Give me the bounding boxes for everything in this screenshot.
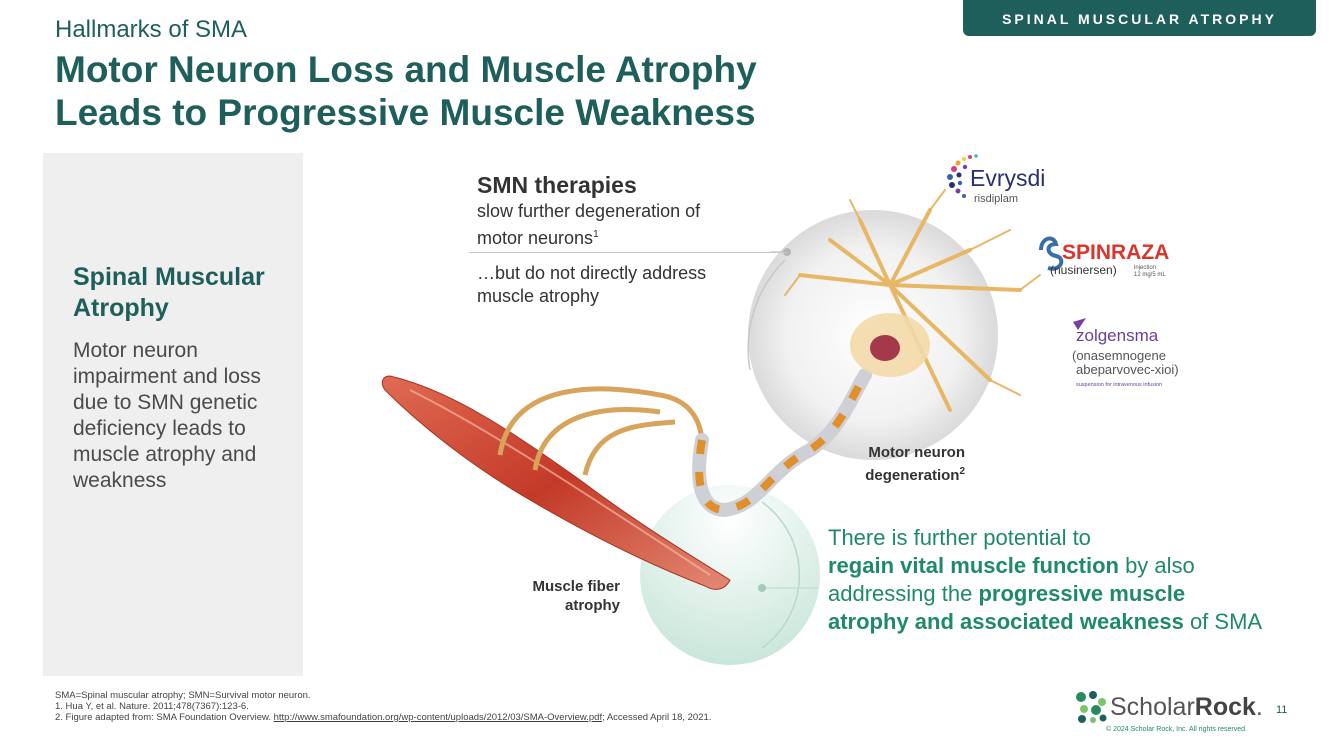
potential-mid: by also addressing the (828, 553, 1195, 606)
zolgensma-wordmark: zolgensma (1076, 326, 1159, 345)
source-link[interactable]: http://www.smafoundation.org/wp-content/… (273, 712, 603, 723)
therapies-divider (469, 252, 787, 253)
title-line-1: Motor Neuron Loss and Muscle Atrophy (55, 49, 757, 90)
spinraza-dose-2: 12 mg/5 mL (1134, 272, 1166, 278)
spinraza-wordmark: SPINRAZA (1062, 241, 1169, 264)
brand-mark: . (1255, 693, 1263, 721)
panel-body: Motor neuron impairment and loss due to … (73, 339, 261, 492)
neuron-cell-body (784, 189, 1041, 412)
nerve-branch (497, 386, 705, 456)
brand-scholar: Scholar (1110, 693, 1195, 721)
scholar-rock-logo-icon (1076, 691, 1107, 723)
motor-label-line-2: degeneration (865, 467, 960, 484)
zolgensma-note: suspension for intravenous infusion (1076, 382, 1162, 388)
footnote-1: 1. Hua Y, et al. Nature. 2011;478(7367):… (55, 701, 249, 712)
potential-bold-2: progressive muscle atrophy and associate… (828, 581, 1186, 634)
neuron-muscle-illustration (381, 189, 1041, 665)
nerve-branch (582, 419, 676, 476)
zolgensma-generic-1: (onasemnogene (1072, 348, 1166, 363)
spinraza-generic: (nusinersen) (1050, 263, 1117, 277)
title-line-2: Leads to Progressive Muscle Weakness (55, 92, 756, 133)
potential-intro: There is further potential to (828, 525, 1091, 550)
section-tag: SPINAL MUSCULAR ATROPHY (963, 0, 1316, 36)
muscle-arc (761, 501, 801, 649)
brand-rock: Rock (1194, 693, 1256, 721)
neuron-arc (747, 259, 786, 371)
zolgensma-logo: zolgensma (onasemnogene abeparvovec-xioi… (1072, 318, 1179, 388)
slide-title: Motor Neuron Loss and Muscle Atrophy Lea… (55, 48, 855, 134)
muscle-fiber-label: Muscle fiber atrophy (470, 577, 620, 615)
therapies-title: SMN therapies (477, 172, 637, 198)
potential-connector-dot (758, 584, 766, 592)
footnote-abbrev: SMA=Spinal muscular atrophy; SMN=Surviva… (55, 690, 311, 701)
therapies-line-1: slow further degeneration of (477, 201, 701, 221)
muscle-backdrop-circle (640, 485, 820, 665)
left-panel (43, 153, 303, 676)
therapies-line-2-text: motor neurons (477, 228, 594, 248)
caveat-line-1: …but do not directly address (477, 263, 707, 283)
fiber-label-line-2: atrophy (564, 597, 620, 614)
evrysdi-dots-icon (947, 154, 978, 198)
page-number: 11 (1276, 704, 1288, 716)
zolgensma-mark-icon (1073, 318, 1086, 330)
therapies-line-2: motor neurons1 (477, 223, 777, 250)
evrysdi-generic: risdiplam (974, 193, 1018, 205)
axon-myelin (695, 372, 869, 515)
panel-title: Spinal Muscular Atrophy (73, 263, 265, 322)
footnote-2: 2. Figure adapted from: SMA Foundation O… (55, 712, 955, 723)
scholar-rock-wordmark: ScholarRock. (1110, 693, 1263, 722)
motor-neuron-label: Motor neuron degeneration2 (820, 443, 965, 485)
zolgensma-generic-2: abeparvovec-xioi) (1076, 362, 1179, 377)
potential-bold-1: regain vital muscle function (828, 553, 1119, 578)
evrysdi-logo: Evrysdi risdiplam (947, 154, 1045, 205)
caveat-line-2: muscle atrophy (477, 286, 600, 306)
spinraza-dose-1: injection (1134, 265, 1156, 271)
nerve-branch (532, 407, 661, 471)
therapies-caveat: …but do not directly address muscle atro… (477, 262, 777, 308)
footnote-ref: 1 (593, 229, 599, 240)
potential-callout: There is further potential to regain vit… (828, 524, 1268, 636)
spinraza-s-icon (1039, 236, 1064, 271)
footnote-2-suffix: ; Accessed April 18, 2021. (602, 712, 712, 723)
motor-label-line-1: Motor neuron (868, 444, 965, 461)
footnote-2-prefix: 2. Figure adapted from: SMA Foundation O… (55, 712, 274, 723)
muscle-striation (409, 389, 711, 576)
fiber-label-line-1: Muscle fiber (532, 578, 620, 595)
evrysdi-wordmark: Evrysdi (970, 165, 1045, 191)
spinraza-logo: SPINRAZA (nusinersen) injection 12 mg/5 … (1039, 236, 1169, 278)
potential-end: of SMA (1183, 609, 1263, 634)
muscle-fiber (381, 375, 731, 590)
slide-kicker: Hallmarks of SMA (55, 16, 248, 43)
therapy-connector-dot (783, 248, 791, 256)
therapies-description: slow further degeneration of motor neuro… (477, 200, 777, 250)
copyright: © 2024 Scholar Rock, Inc. All rights res… (1106, 726, 1247, 733)
footnotes: SMA=Spinal muscular atrophy; SMN=Surviva… (55, 690, 955, 723)
footnote-ref: 2 (959, 466, 965, 477)
